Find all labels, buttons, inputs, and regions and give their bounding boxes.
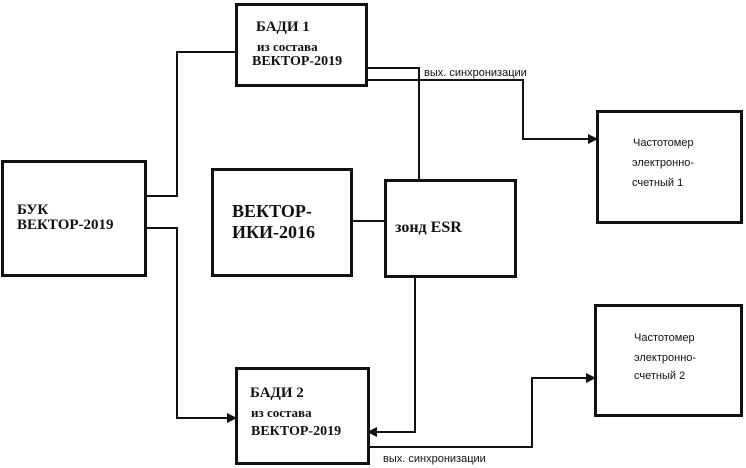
badi1-block [235,3,368,87]
line-badi1-esr [366,67,420,181]
line-sync1-freq1 [366,79,598,144]
buk-system: ВЕКТОР-2019 [17,217,114,233]
vektor-iki-block [211,168,353,277]
freq-counter-1-block [596,110,743,224]
line-esr-badi2 [367,276,416,437]
badi2-block [235,367,370,465]
buk-block [1,160,147,277]
freq-counter-1-line2: электронно- [632,157,695,169]
buk-title: БУК [17,202,49,218]
badi1-subtitle: из состава [257,39,318,54]
freq-counter-2-line1: Частотомер [634,332,695,344]
freq-counter-2-line3: счетный 2 [634,370,686,382]
freq-counter-1-line3: счетный 1 [632,177,684,189]
badi2-subtitle: из состава [251,405,312,420]
badi1-system: ВЕКТОР-2019 [252,54,343,69]
esr-probe-label: зонд ESR [395,219,462,236]
line-buk-badi1 [145,51,238,197]
vektor-iki-line1: ВЕКТОР- [232,201,312,221]
sync-output-label-2: вых. синхронизации [383,453,486,465]
badi2-title: БАДИ 2 [250,385,304,401]
freq-counter-2-block [594,304,743,417]
esr-probe-block [384,179,517,278]
badi2-system: ВЕКТОР-2019 [251,424,342,439]
badi1-title: БАДИ 1 [256,19,310,35]
line-sync2-freq2 [368,373,596,448]
vektor-iki-line2: ИКИ-2016 [232,222,316,242]
freq-counter-2-line2: электронно- [634,352,697,364]
line-buk-badi2 [145,227,237,423]
sync-output-label-1: вых. синхронизации [424,67,527,79]
freq-counter-1-line1: Частотомер [633,137,694,149]
